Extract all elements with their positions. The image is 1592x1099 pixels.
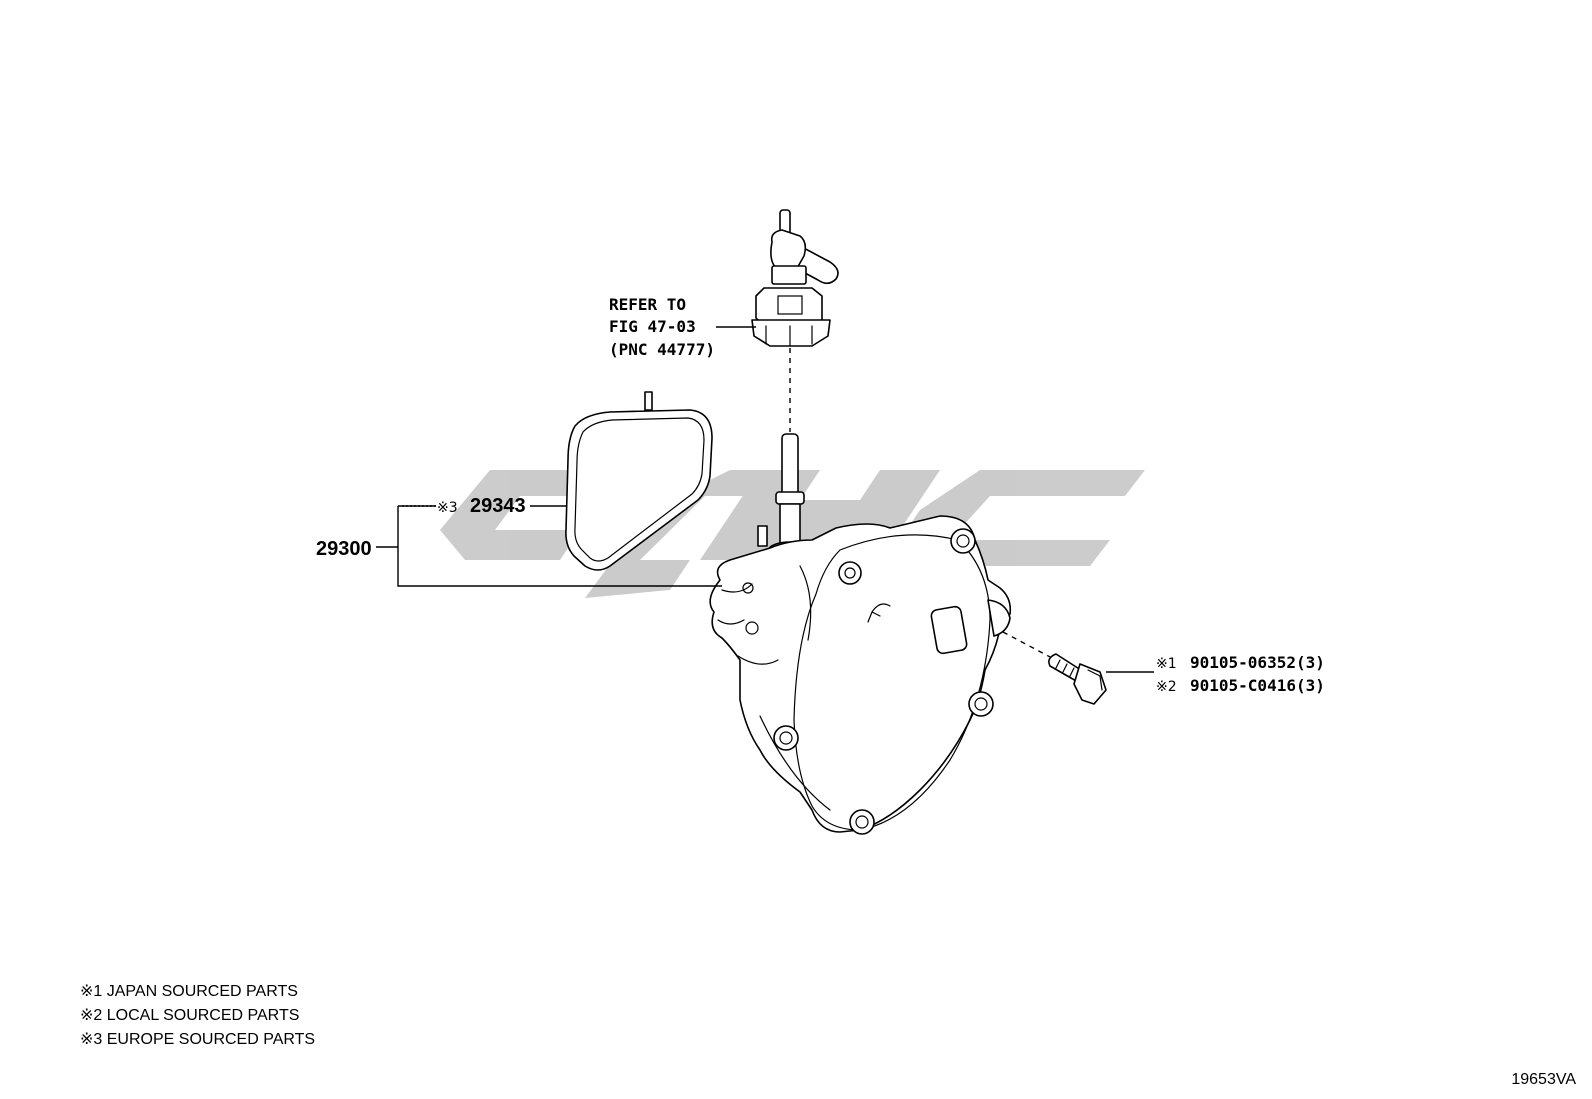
vacuum-pump-body <box>709 433 1012 835</box>
leader-assembly-bracket <box>376 505 722 587</box>
legend-item-europe: ※3 EUROPE SOURCED PARTS <box>80 1031 315 1048</box>
bolt-1-mark: ※1 <box>1156 656 1177 672</box>
part-number-bolt-2: 90105-C0416(3) <box>1190 676 1325 695</box>
vacuum-sensor-connector <box>751 209 839 347</box>
refer-line-2: FIG 47-03 <box>609 317 696 336</box>
legend: ※1 JAPAN SOURCED PARTS ※2 LOCAL SOURCED … <box>80 983 315 1048</box>
legend-item-japan: ※1 JAPAN SOURCED PARTS <box>80 983 298 1000</box>
bolt-2-mark: ※2 <box>1156 679 1177 695</box>
gasket-29343 <box>565 391 713 571</box>
legend-item-local: ※2 LOCAL SOURCED PARTS <box>80 1007 299 1024</box>
part-number-bolt-1: 90105-06352(3) <box>1190 653 1325 672</box>
refer-line-3: (PNC 44777) <box>609 340 715 359</box>
bolt <box>1002 631 1107 705</box>
diagram-id: 19653VA <box>1511 1071 1576 1088</box>
gasket-mark: ※3 <box>437 500 458 516</box>
part-number-assembly: 29300 <box>316 538 372 560</box>
refer-line-1: REFER TO <box>609 295 686 314</box>
part-number-gasket: 29343 <box>470 495 526 517</box>
